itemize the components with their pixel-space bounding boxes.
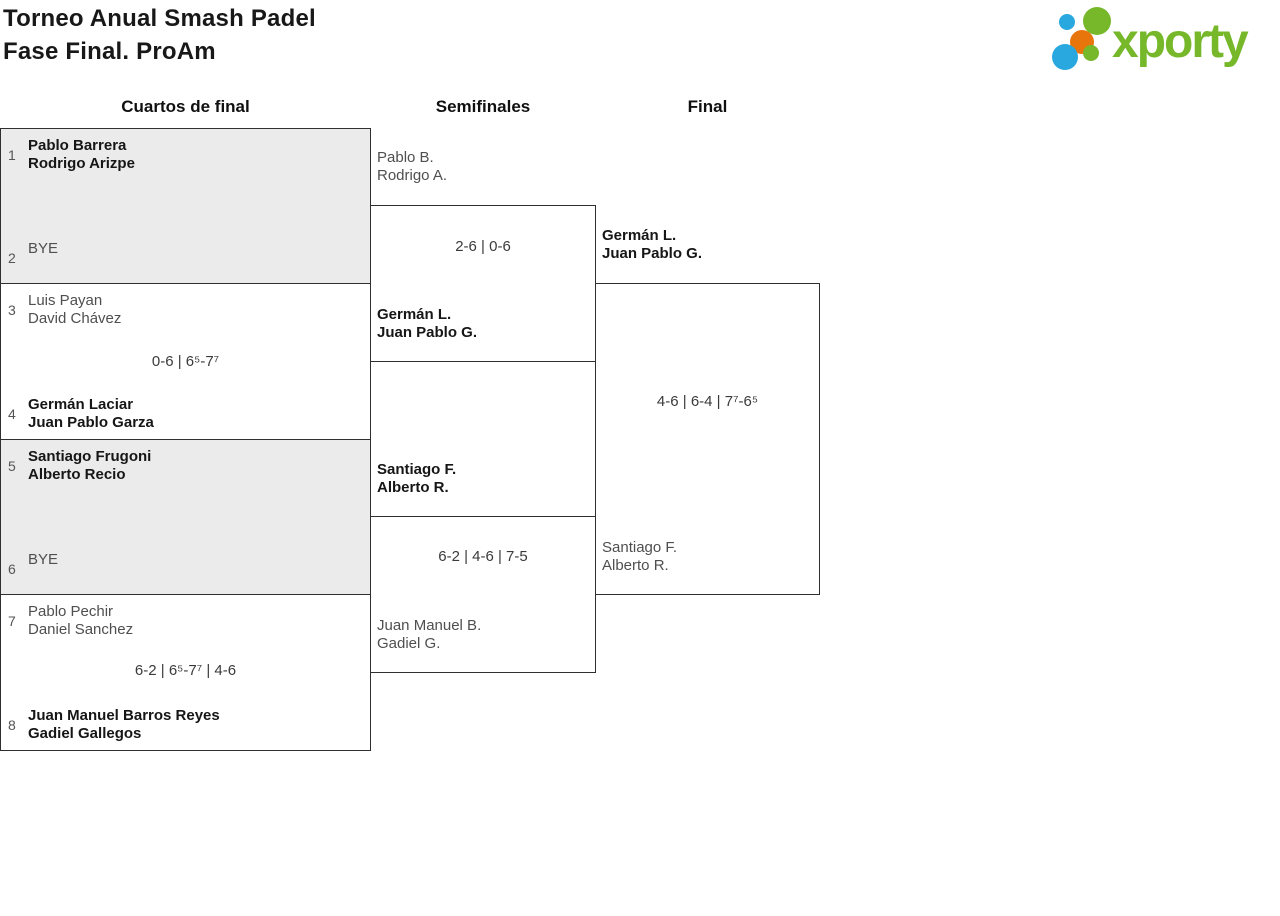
player-name: Santiago F. [602,539,678,556]
final-match[interactable] [595,283,820,595]
match-score-final: 4-6 | 6-4 | 7⁷-6⁵ [656,393,759,410]
xporty-wordmark: xporty [1112,15,1249,68]
team-slot-seed-2: 2 BYE [8,240,364,275]
player-name: BYE [28,551,59,568]
player-name: Juan Pablo Garza [28,413,154,431]
logo-dot-icon [1083,7,1111,35]
final-top-team-label: Germán L. Juan Pablo G. [602,227,814,262]
title-line1: Torneo Anual Smash Padel [3,5,316,32]
seed-number: 5 [8,457,16,474]
team-slot-seed-1: 1 Pablo Barrera Rodrigo Arizpe [8,137,364,172]
player-name: Santiago Frugoni [28,448,152,465]
seed-number: 1 [8,146,16,163]
player-name: Pablo Barrera [28,137,127,154]
player-name: Alberto R. [602,556,669,574]
round-header-final: Final [687,97,728,116]
player-name: Gadiel G. [377,634,441,652]
qf-match-3[interactable]: 5 Santiago Frugoni Alberto Recio 6 BYE [0,439,371,595]
player-name: Alberto R. [377,478,449,496]
player-name: BYE [28,240,59,257]
player-name [28,258,364,276]
player-name: Luis Payan [28,292,103,309]
player-name: Alberto Recio [28,465,126,483]
seed-number: 7 [8,612,16,629]
seed-number: 6 [8,560,16,577]
logo-dot-icon [1083,45,1099,61]
sf2-top-team-label: Santiago F. Alberto R. [377,461,589,496]
team-slot-seed-4: 4 Germán Laciar Juan Pablo Garza [8,396,364,431]
player-name: Pablo Pechir [28,603,114,620]
player-name: Pablo B. [377,149,434,166]
player-name: Juan Pablo G. [602,244,703,262]
team-slot-seed-5: 5 Santiago Frugoni Alberto Recio [8,448,364,483]
player-name: Juan Manuel Barros Reyes [28,707,220,724]
player-name: Germán L. [602,227,677,244]
logo-dot-icon [1052,44,1078,70]
team-slot-seed-3: 3 Luis Payan David Chávez [8,292,364,327]
sf2-bottom-team-label: Juan Manuel B. Gadiel G. [377,617,589,652]
team-slot-seed-7: 7 Pablo Pechir Daniel Sanchez [8,603,364,638]
sf-match-2[interactable] [370,516,596,673]
title-line2: Fase Final. ProAm [3,38,216,65]
player-name: Germán Laciar [28,396,134,413]
xporty-logo[interactable]: xporty [1048,3,1280,73]
seed-number: 2 [8,249,16,266]
logo-dot-icon [1059,14,1075,30]
sf1-bottom-team-label: Germán L. Juan Pablo G. [377,306,589,341]
round-header-semifinals: Semifinales [435,97,531,116]
xporty-logo-graphic: xporty [1052,7,1251,70]
match-score-sf1: 2-6 | 0-6 [455,238,511,255]
player-name: Santiago F. [377,461,457,478]
player-name: Germán L. [377,306,452,323]
seed-number: 3 [8,301,16,318]
sf-match-1[interactable] [370,205,596,362]
match-score-qf4: 6-2 | 6⁵-7⁷ | 4-6 [134,662,237,679]
sf1-top-team-label: Pablo B. Rodrigo A. [377,149,589,184]
player-name: Rodrigo Arizpe [28,154,135,172]
player-name [28,569,364,587]
final-bottom-team-label: Santiago F. Alberto R. [602,539,814,574]
seed-number: 8 [8,716,16,733]
player-name: Juan Pablo G. [377,323,478,341]
match-score-sf2: 6-2 | 4-6 | 7-5 [438,548,528,565]
player-name: Gadiel Gallegos [28,724,142,742]
qf-match-1[interactable]: 1 Pablo Barrera Rodrigo Arizpe 2 BYE [0,128,371,284]
team-slot-seed-6: 6 BYE [8,551,364,586]
player-name: Juan Manuel B. [377,617,482,634]
seed-number: 4 [8,405,16,422]
round-header-quarterfinals: Cuartos de final [121,97,250,116]
player-name: Daniel Sanchez [28,620,134,638]
player-name: Rodrigo A. [377,166,448,184]
match-score-qf2: 0-6 | 6⁵-7⁷ [151,353,220,370]
team-slot-seed-8: 8 Juan Manuel Barros Reyes Gadiel Galleg… [8,707,364,742]
page-title: Torneo Anual Smash Padel Fase Final. Pro… [3,2,316,68]
player-name: David Chávez [28,309,122,327]
qf-match-4[interactable]: 7 Pablo Pechir Daniel Sanchez 8 Juan Man… [0,594,371,751]
